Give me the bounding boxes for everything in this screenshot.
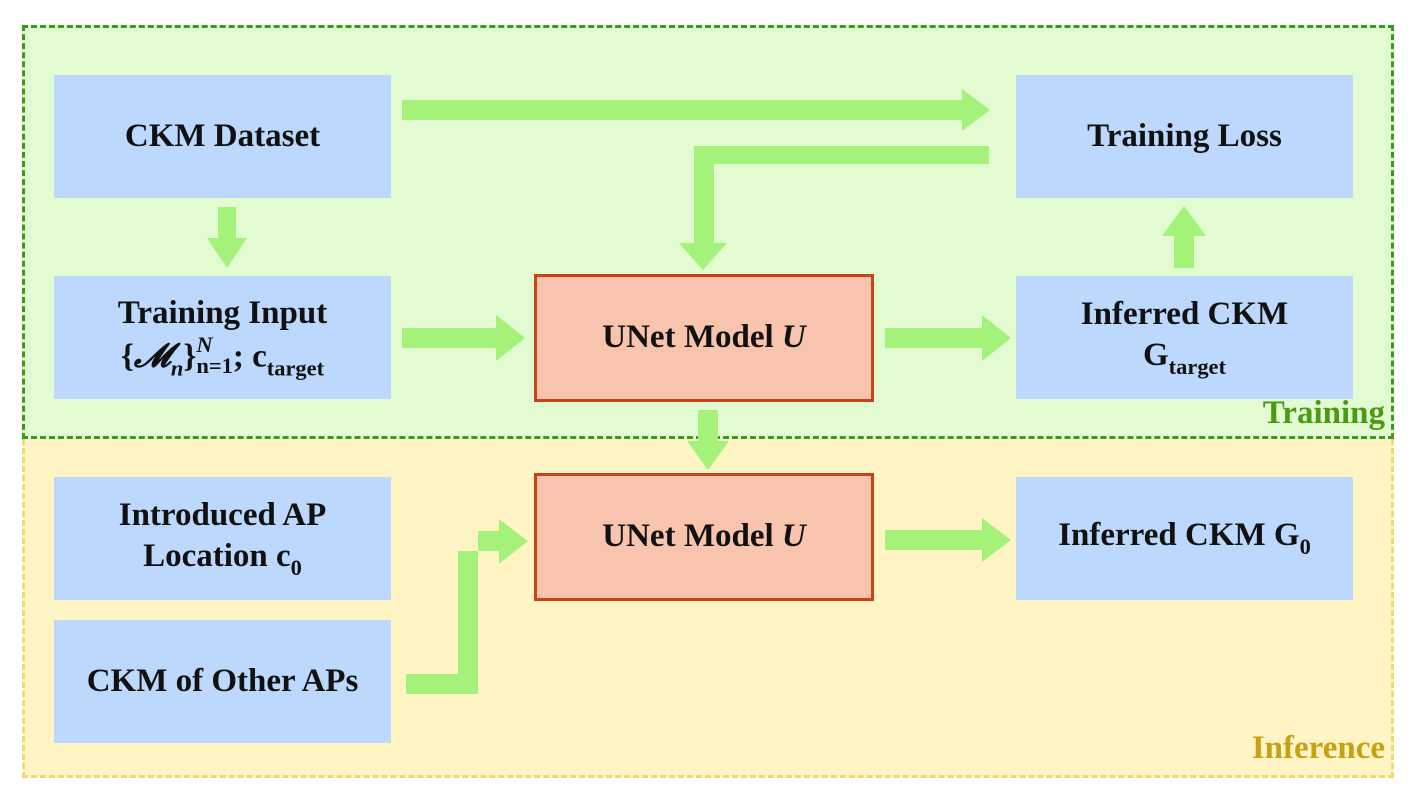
arrow-dataset-to-input — [207, 207, 247, 268]
arrow-inferred-to-loss — [1162, 206, 1206, 268]
introduced-ap-line1: Introduced AP — [118, 496, 327, 533]
introduced-ap-line2: Location c0 — [143, 536, 302, 582]
unet-inference-box: UNet Model U — [534, 473, 874, 601]
g-target-subscript: target — [1168, 354, 1226, 380]
ckm-other-aps-box: CKM of Other APs — [54, 620, 391, 743]
ckm-dataset-label: CKM Dataset — [124, 117, 321, 154]
unet-training-box: UNet Model U — [534, 274, 874, 402]
arrow-unet-to-inferred — [885, 315, 1011, 361]
c0-symbol: c — [276, 538, 291, 575]
arrow-other-to-merge — [406, 551, 478, 694]
inferred-ckm-g0-text: Inferred CKM — [1058, 517, 1274, 554]
arrow-dataset-to-loss — [402, 89, 990, 131]
inferred-ckm-symbol-line: Gtarget — [1143, 335, 1226, 381]
g0-symbol: G — [1273, 517, 1300, 554]
inference-label: Inference — [1251, 730, 1385, 766]
set-superscript: N — [196, 331, 213, 357]
target-symbol: c — [252, 338, 267, 375]
g0-subscript: 0 — [1299, 534, 1311, 560]
set-subscript: n — [170, 355, 184, 381]
introduced-ap-box: Introduced AP Location c0 — [54, 477, 391, 600]
inferred-ckm-title: Inferred CKM — [1080, 295, 1289, 332]
arrow-ap-to-unet — [406, 519, 528, 564]
unet-training-text: UNet Model — [602, 319, 782, 356]
set-range: n=1 — [196, 353, 233, 379]
unet-inference-label: UNet Model U — [602, 516, 805, 557]
inferred-ckm-g0-box: Inferred CKM G0 — [1016, 477, 1353, 600]
arrow-unet-to-g0 — [885, 518, 1011, 562]
inferred-ckm-g0-label: Inferred CKM G0 — [1058, 515, 1311, 561]
c0-subscript: 0 — [290, 555, 302, 581]
location-text: Location — [143, 538, 277, 575]
ckm-other-aps-label: CKM of Other APs — [86, 662, 359, 699]
unet-inference-text: UNet Model — [602, 518, 782, 555]
arrow-loss-to-unet — [679, 146, 989, 270]
inferred-ckm-training-box: Inferred CKM Gtarget — [1016, 276, 1353, 399]
training-input-title: Training Input — [117, 294, 328, 331]
set-symbol: 𝓜 — [133, 338, 171, 375]
target-subscript: target — [266, 355, 325, 381]
arrow-unet-to-unet — [687, 410, 729, 470]
training-loss-box: Training Loss — [1016, 75, 1353, 198]
ckm-dataset-box: CKM Dataset — [54, 75, 391, 198]
unet-training-symbol: U — [781, 319, 806, 356]
training-label: Training — [1262, 395, 1385, 431]
unet-training-label: UNet Model U — [602, 317, 805, 358]
g-target-symbol: G — [1143, 337, 1169, 374]
unet-inference-symbol: U — [781, 518, 806, 555]
arrow-input-to-unet — [402, 315, 525, 361]
training-loss-label: Training Loss — [1087, 117, 1282, 154]
